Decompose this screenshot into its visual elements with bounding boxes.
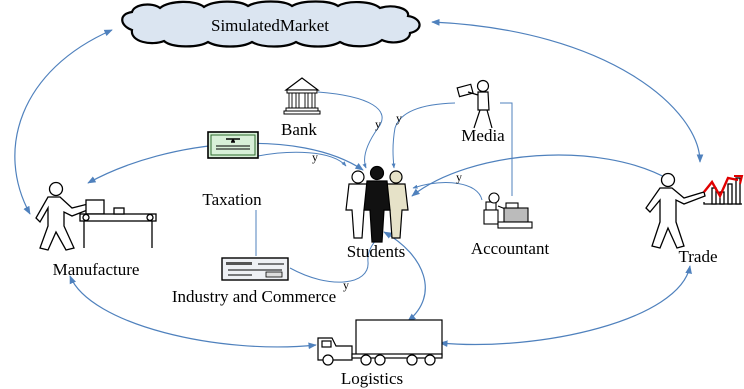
- node-label-bank: Bank: [281, 120, 317, 139]
- certificate-icon: [207, 131, 259, 159]
- edge-marker-taxation: y: [312, 150, 318, 164]
- cloud-icon: [121, 0, 421, 48]
- arrow-market-manufacture: [14, 29, 113, 215]
- node-label-taxation: Taxation: [202, 190, 262, 209]
- line-media-accountant: [500, 102, 513, 196]
- arrow-trade-logistics: [439, 265, 692, 348]
- bank-icon: [283, 77, 321, 115]
- accountant-desk-icon: [483, 192, 533, 229]
- node-label-accountant: Accountant: [471, 239, 550, 258]
- arrow-taxation-students: [257, 151, 347, 167]
- arrow-industry-students: [289, 237, 379, 283]
- node-label-students: Students: [347, 242, 406, 261]
- truck-icon: [317, 319, 443, 366]
- arrow-students-logistics: [383, 231, 426, 322]
- node-label-media: Media: [461, 126, 505, 145]
- node-label-manufacture: Manufacture: [53, 260, 140, 279]
- arrow-bank-students: [317, 91, 383, 169]
- node-label-trade: Trade: [678, 247, 717, 266]
- arrow-manufacture-logistics: [69, 275, 317, 350]
- edge-marker-media: y: [396, 111, 402, 125]
- arrow-market-trade: [431, 18, 704, 163]
- arrow-students-trade: [411, 154, 671, 197]
- node-label-industry-commerce: Industry and Commerce: [172, 287, 336, 306]
- trade-chart-icon: [645, 172, 744, 249]
- arrow-accountant-students: [412, 182, 483, 201]
- arrow-media-students: [391, 102, 456, 169]
- edge-marker-accountant: y: [456, 170, 462, 184]
- media-person-icon: [456, 79, 493, 129]
- node-label-logistics: Logistics: [341, 369, 403, 388]
- edge-marker-bank: y: [375, 117, 381, 131]
- diagram-title: SimulatedMarket: [211, 16, 329, 35]
- cheque-icon: [221, 257, 289, 281]
- factory-worker-icon: [35, 181, 157, 251]
- students-group-icon: [345, 165, 409, 243]
- edge-marker-industry: y: [343, 278, 349, 292]
